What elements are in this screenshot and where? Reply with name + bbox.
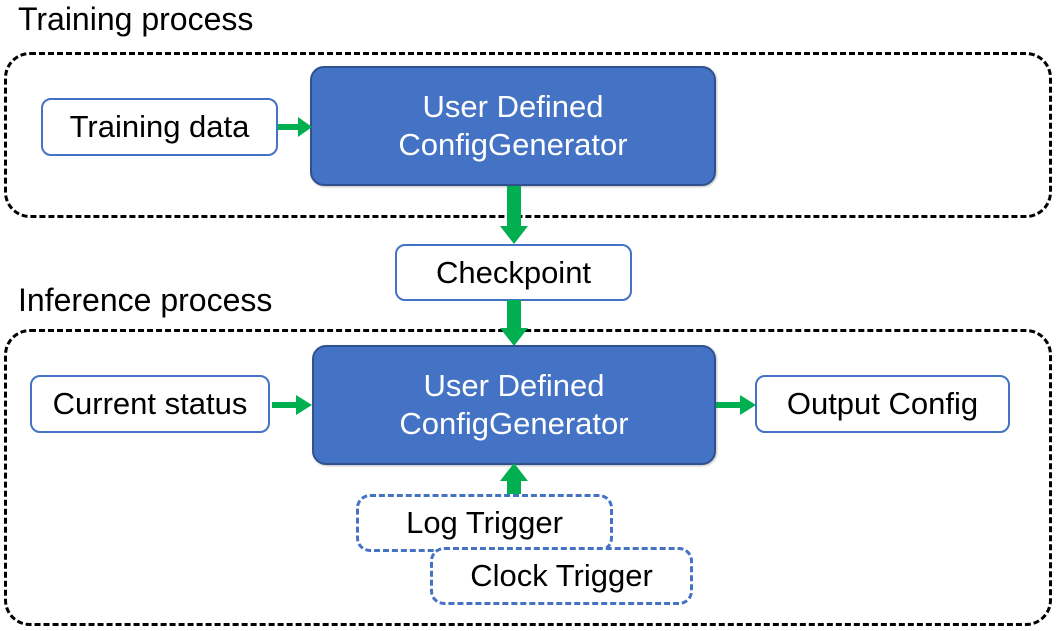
- node-output-config-label: Output Config: [786, 386, 979, 421]
- node-current-status[interactable]: Current status: [30, 375, 270, 433]
- node-user-defined-configgenerator-training-label: User Defined ConfigGenerator: [398, 89, 628, 162]
- node-user-defined-configgenerator-inference-label: User Defined ConfigGenerator: [399, 368, 629, 441]
- arrow-current-status-to-generator: [272, 391, 314, 419]
- arrow-training-data-to-generator: [278, 113, 314, 141]
- node-log-trigger[interactable]: Log Trigger: [356, 494, 613, 552]
- node-checkpoint-label: Checkpoint: [435, 254, 592, 290]
- node-user-defined-configgenerator-training[interactable]: User Defined ConfigGenerator: [310, 66, 716, 186]
- training-process-title: Training process: [18, 1, 254, 37]
- arrow-generator-to-checkpoint: [498, 186, 530, 246]
- node-clock-trigger[interactable]: Clock Trigger: [430, 547, 693, 605]
- node-training-data-label: Training data: [69, 109, 250, 144]
- node-user-defined-configgenerator-inference[interactable]: User Defined ConfigGenerator: [312, 345, 716, 465]
- node-current-status-label: Current status: [52, 386, 248, 421]
- node-log-trigger-label: Log Trigger: [406, 505, 563, 540]
- arrow-generator-to-output-config: [716, 391, 758, 419]
- training-process-container: [4, 52, 1052, 218]
- arrow-checkpoint-to-generator: [498, 300, 530, 348]
- node-training-data[interactable]: Training data: [41, 98, 278, 156]
- arrow-trigger-to-generator: [498, 463, 530, 499]
- node-checkpoint[interactable]: Checkpoint: [395, 244, 632, 301]
- inference-process-title: Inference process: [18, 282, 273, 318]
- node-output-config[interactable]: Output Config: [755, 375, 1010, 433]
- inference-process-container: [4, 329, 1052, 626]
- node-clock-trigger-label: Clock Trigger: [470, 558, 653, 593]
